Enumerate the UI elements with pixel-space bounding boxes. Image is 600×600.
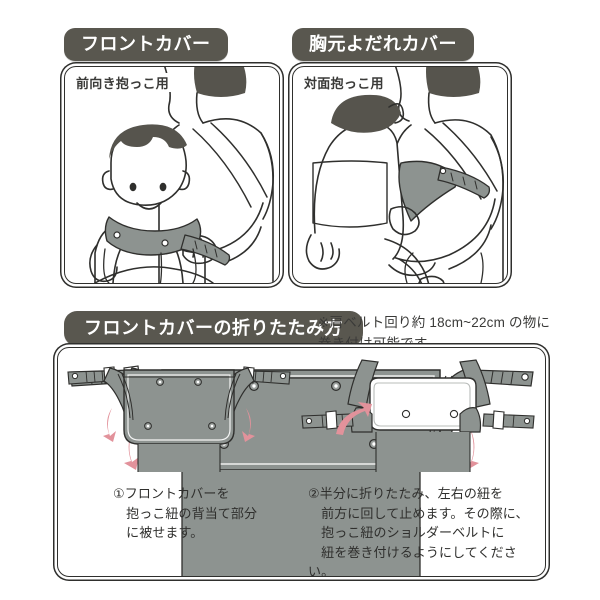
step-1-figure	[62, 352, 296, 472]
step-2-caption: ②半分に折りたたみ、左右の紐を 前方に回して止めます。その際に、 抱っこ紐のショ…	[308, 486, 529, 579]
fold-arrow-left-icon	[103, 408, 116, 442]
fold-arrow-right-icon	[242, 408, 255, 442]
fold-arrow-right	[464, 426, 479, 470]
step-2-figure	[298, 352, 538, 472]
facing-inward-carry-drawing	[305, 67, 505, 283]
step-1-cover-unfolded	[67, 366, 291, 472]
illustration-panel-front-facing: 前向き抱っこ用	[64, 66, 280, 284]
panel-label-front-facing: 前向き抱っこ用	[74, 73, 172, 92]
front-facing-carry-drawing	[89, 67, 275, 283]
fold-arrow-left	[124, 426, 139, 470]
panel-label-facing-inward: 対面抱っこ用	[302, 73, 386, 92]
illustration-panel-facing-inward: 対面抱っこ用	[292, 66, 508, 284]
section-heading-folding: フロントカバーの折りたたみ方	[64, 311, 363, 346]
section-heading-drool-cover: 胸元よだれカバー	[292, 28, 474, 61]
section-heading-folding-label: フロントカバーの折りたたみ方	[64, 311, 363, 346]
step-1-caption: ①フロントカバーを 抱っこ紐の背当て部分 に被せます。	[113, 486, 258, 540]
wrap-arrow-icon	[336, 402, 372, 435]
section-heading-front-cover: フロントカバー	[64, 28, 228, 61]
step-2-cover-folded	[301, 359, 535, 472]
section-heading-drool-cover-label: 胸元よだれカバー	[292, 28, 474, 61]
section-heading-front-cover-label: フロントカバー	[64, 28, 228, 61]
